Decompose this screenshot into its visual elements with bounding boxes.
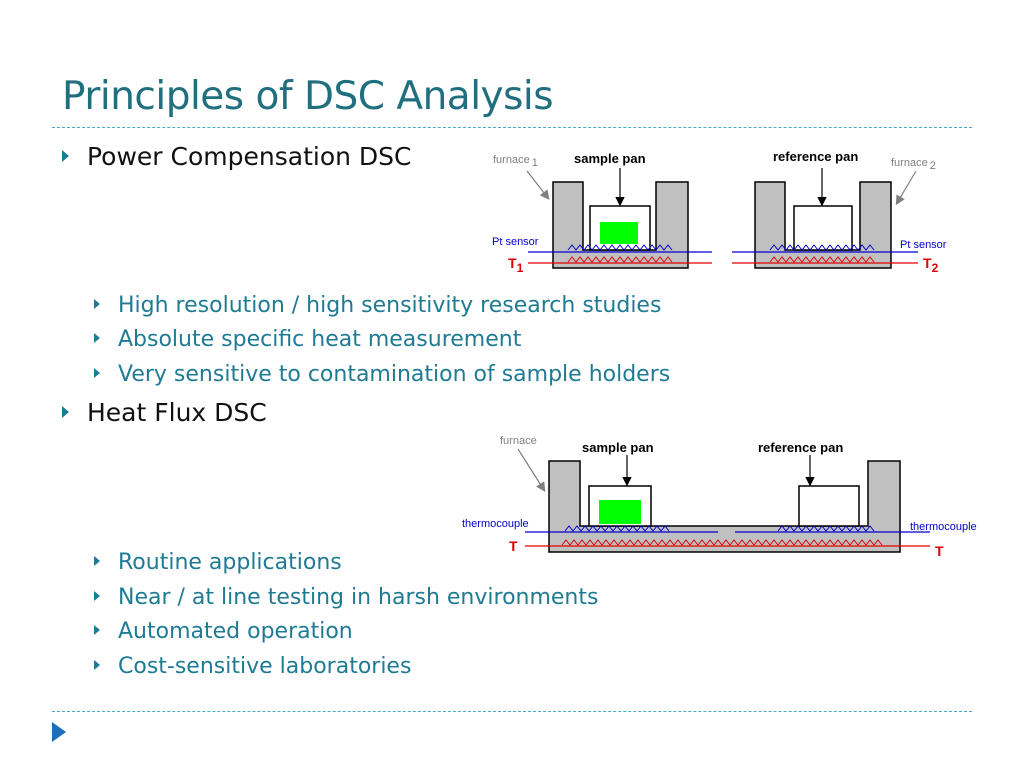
thermocouple-zigzag-left bbox=[564, 525, 670, 532]
svg-text:thermocouple: thermocouple bbox=[462, 518, 529, 530]
sub-bullet: High resolution / high sensitivity resea… bbox=[94, 293, 661, 318]
heater-zigzag-right bbox=[769, 256, 875, 263]
heat-flux-diagram: furnace sample pan reference pan thermoc… bbox=[462, 435, 977, 559]
next-slide-icon[interactable] bbox=[52, 722, 66, 742]
triangle-right-icon bbox=[94, 299, 100, 309]
triangle-right-icon bbox=[62, 150, 69, 162]
svg-text:T: T bbox=[935, 543, 944, 559]
triangle-right-icon bbox=[94, 660, 100, 670]
bullet-power-compensation: Power Compensation DSC bbox=[62, 142, 412, 171]
sample-material bbox=[599, 500, 641, 524]
sub-bullet: Automated operation bbox=[94, 619, 353, 644]
reference-pan bbox=[798, 485, 860, 527]
sub-bullet: Routine applications bbox=[94, 550, 342, 575]
triangle-right-icon bbox=[94, 333, 100, 343]
sub-bullet: Near / at line testing in harsh environm… bbox=[94, 585, 598, 610]
triangle-right-icon bbox=[94, 556, 100, 566]
sample-material bbox=[600, 222, 638, 244]
slide-title: Principles of DSC Analysis bbox=[62, 74, 554, 119]
triangle-right-icon bbox=[94, 591, 100, 601]
svg-text:sample pan: sample pan bbox=[582, 440, 654, 455]
reference-pan bbox=[793, 205, 853, 251]
triangle-right-icon bbox=[94, 368, 100, 378]
svg-text:reference pan: reference pan bbox=[758, 440, 843, 455]
heater-zigzag-left bbox=[567, 256, 673, 263]
furnace-body bbox=[548, 460, 901, 553]
svg-text:Pt sensor: Pt sensor bbox=[492, 236, 539, 248]
svg-text:T: T bbox=[509, 538, 518, 554]
bullet-label: Heat Flux DSC bbox=[87, 398, 267, 427]
pt-sensor-zigzag-left bbox=[567, 244, 673, 251]
bullet-heat-flux: Heat Flux DSC bbox=[62, 398, 267, 427]
footer-divider bbox=[52, 711, 972, 712]
svg-text:thermocouple: thermocouple bbox=[910, 521, 977, 533]
sub-bullet: Cost-sensitive laboratories bbox=[94, 654, 411, 679]
triangle-right-icon bbox=[62, 406, 69, 418]
svg-text:T1: T1 bbox=[508, 255, 524, 275]
pt-sensor-zigzag-right bbox=[769, 244, 875, 251]
heater-zigzag bbox=[561, 539, 883, 546]
furnace-left bbox=[552, 181, 689, 269]
svg-text:furnace: furnace bbox=[500, 435, 537, 447]
svg-text:reference pan: reference pan bbox=[773, 149, 858, 164]
svg-text:sample pan: sample pan bbox=[574, 151, 646, 166]
furnace-right bbox=[754, 181, 892, 269]
title-divider bbox=[52, 127, 972, 128]
svg-text:T2: T2 bbox=[923, 255, 939, 275]
sub-bullet: Very sensitive to contamination of sampl… bbox=[94, 362, 670, 387]
triangle-right-icon bbox=[94, 625, 100, 635]
sub-bullet: Absolute specific heat measurement bbox=[94, 327, 521, 352]
svg-text:Pt sensor: Pt sensor bbox=[900, 239, 947, 251]
bullet-label: Power Compensation DSC bbox=[87, 142, 412, 171]
thermocouple-zigzag-right bbox=[777, 525, 875, 532]
